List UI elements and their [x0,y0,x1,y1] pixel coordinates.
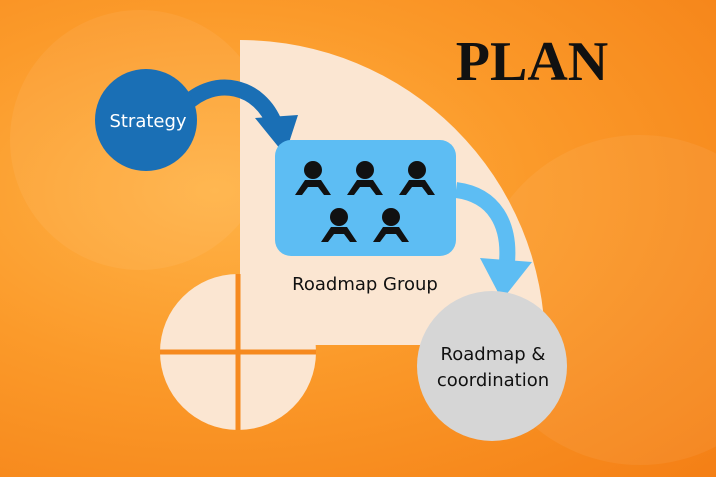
quartered-circle [160,274,316,430]
roadmap-group-node [275,140,456,256]
person-icon [321,208,357,242]
coordination-node [417,291,567,441]
strategy-node [95,69,197,171]
roadmap-group-label: Roadmap Group [292,274,438,295]
arrow-head [480,258,532,300]
person-icon [373,208,409,242]
person-icon [399,161,435,195]
arrow-strategy-to-group [179,79,283,129]
strategy-label: Strategy [109,111,186,132]
people-icons [295,161,435,242]
coordination-label-line2: coordination [437,370,549,391]
arrow-group-to-coordination [454,182,516,263]
plan-title: PLAN [456,31,608,93]
person-icon [347,161,383,195]
coordination-label-line1: Roadmap & [441,344,546,365]
person-icon [295,161,331,195]
